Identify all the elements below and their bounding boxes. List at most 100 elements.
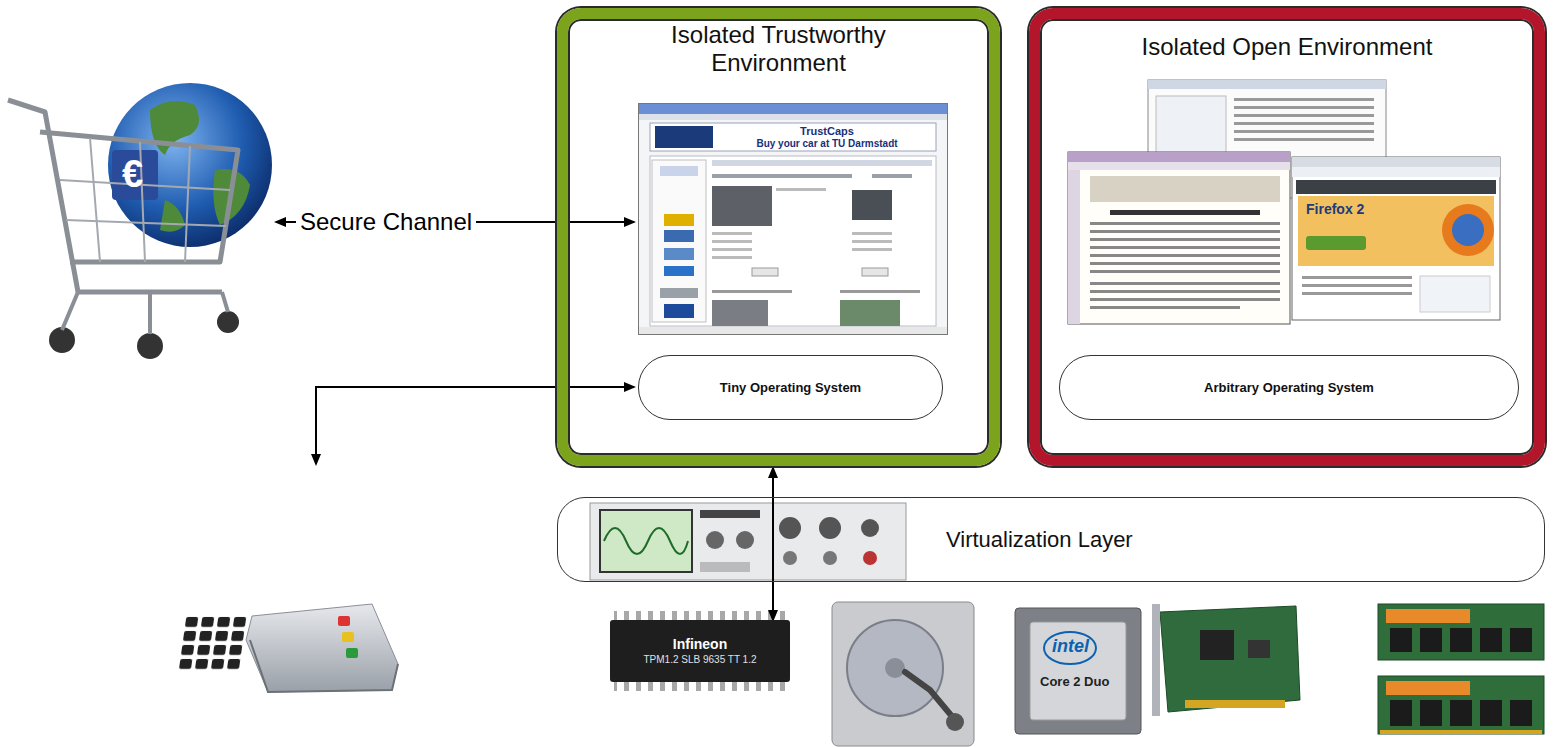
ram-modules-part [1420, 700, 1442, 726]
desktop-screenshots-part [1068, 170, 1080, 324]
network-card-part [1152, 604, 1160, 716]
desktop-screenshots-part [1090, 222, 1280, 225]
browser-screenshot-part [664, 248, 694, 260]
network-card-part [1160, 606, 1300, 712]
hard-disk-part [885, 658, 905, 678]
oscilloscope-part [861, 519, 879, 537]
ram-modules-part [1450, 700, 1472, 726]
desktop-screenshots-part [1148, 80, 1386, 89]
ram-modules-part [1386, 609, 1470, 623]
globe-cart-part [49, 327, 75, 353]
desktop-screenshots-part [1292, 157, 1500, 167]
globe-cart [8, 83, 272, 359]
node-text: Buy your car at TU Darmstadt [717, 138, 937, 150]
desktop-screenshots-part [1298, 196, 1494, 266]
browser-screenshot-part [638, 103, 948, 335]
browser-screenshot-part [852, 240, 892, 243]
browser-screenshot-part [664, 304, 694, 318]
browser-screenshot-part [712, 290, 792, 293]
ram-modules-part [1378, 604, 1544, 660]
desktop-screenshots [1068, 80, 1500, 324]
globe-cart-part-part [40, 132, 238, 262]
label-holder: Firefox 2 [1306, 201, 1364, 217]
oscilloscope-part [779, 517, 801, 539]
label-holder: Core 2 Duo [1040, 674, 1109, 689]
oscilloscope-part [706, 531, 724, 549]
cpu-part [1030, 622, 1126, 720]
desktop-screenshots-part [1306, 236, 1366, 250]
globe-cart-part [8, 100, 238, 292]
globe-cart-part [160, 200, 185, 232]
browser-screenshot-part [650, 123, 936, 151]
desktop-screenshots-part [1234, 138, 1374, 141]
pin-pad-part [342, 632, 354, 642]
pin-pad-part [346, 648, 358, 658]
ram-modules-part [1510, 700, 1532, 726]
ram-modules [1378, 604, 1544, 734]
browser-screenshot-part [872, 174, 912, 178]
desktop-screenshots-part [1110, 210, 1260, 215]
network-card-part [1200, 630, 1234, 660]
desktop-screenshots-part [1442, 204, 1494, 256]
node-text: Isolated Open Environment [1077, 33, 1497, 61]
node-text: TrustCaps [717, 125, 937, 137]
desktop-screenshots-part [1292, 167, 1500, 177]
pin-pad-part [338, 616, 350, 626]
node-text: Isolated Trustworthy Environment [629, 21, 929, 77]
currency-symbol: € [122, 151, 143, 197]
desktop-screenshots-part [1090, 246, 1280, 249]
oscilloscope [590, 503, 906, 580]
globe-cart-part [60, 138, 230, 262]
browser-screenshot-part [852, 248, 892, 251]
pin-pad-part [246, 604, 398, 692]
cpu-part [1044, 632, 1096, 664]
cpu-part [1015, 608, 1141, 734]
desktop-screenshots-part [1090, 270, 1280, 273]
ram-modules-part [1510, 628, 1532, 652]
browser-screenshot-part [652, 160, 706, 322]
ram-modules-part [1480, 700, 1502, 726]
browser-screenshot [638, 103, 948, 335]
brand-logo: intel [1052, 636, 1089, 657]
tpm-chip: InfineonTPM1.2 SLB 9635 TT 1.2 [610, 620, 790, 682]
browser-screenshot-part [712, 174, 852, 178]
desktop-screenshots-part [1292, 157, 1500, 320]
ram-modules-part [1420, 628, 1442, 652]
desktop-screenshots-part [1234, 98, 1374, 101]
pin-pad-part [250, 640, 398, 692]
browser-screenshot-part [840, 300, 900, 326]
desktop-screenshots-part [1302, 292, 1412, 295]
label-holder: Secure Channel [296, 207, 476, 237]
environment-frame: Isolated Open EnvironmentArbitrary Opera… [1029, 8, 1545, 466]
pin-pad-arrow [316, 387, 634, 464]
hard-disk-part [905, 672, 955, 720]
network-card [1152, 604, 1300, 716]
hard-disk-part [832, 602, 974, 746]
connector-arrow [772, 468, 774, 620]
browser-screenshot-part [852, 232, 892, 235]
node-text: Arbitrary Operating System [1204, 380, 1374, 395]
globe-cart-part [137, 333, 163, 359]
desktop-screenshots-part [1090, 230, 1280, 233]
browser-screenshot-part [852, 190, 892, 220]
environment-frame: Isolated Trustworthy EnvironmentTrustCap… [557, 8, 1000, 466]
browser-screenshot-part [776, 188, 826, 191]
cpu-model: Core 2 Duo [1040, 674, 1109, 689]
os-box: Arbitrary Operating System [1059, 355, 1519, 420]
browser-screenshot-part [638, 114, 948, 120]
browser-screenshot-part [664, 214, 694, 226]
ram-modules-part [1450, 628, 1472, 652]
globe-cart-part [112, 150, 158, 200]
globe-cart-part [62, 292, 228, 334]
browser-screenshot-part [660, 288, 698, 298]
globe-cart-part-part [60, 180, 230, 226]
browser-screenshot-part [712, 248, 752, 251]
oscilloscope-part [700, 562, 750, 572]
browser-screenshot-part [650, 156, 936, 326]
desktop-screenshots-part [1068, 162, 1290, 170]
browser-screenshot-part [712, 186, 772, 226]
ram-modules-part [1390, 700, 1412, 726]
product-name: Firefox 2 [1306, 201, 1364, 217]
os-box: Tiny Operating System [638, 355, 943, 420]
oscilloscope-part [700, 510, 760, 518]
